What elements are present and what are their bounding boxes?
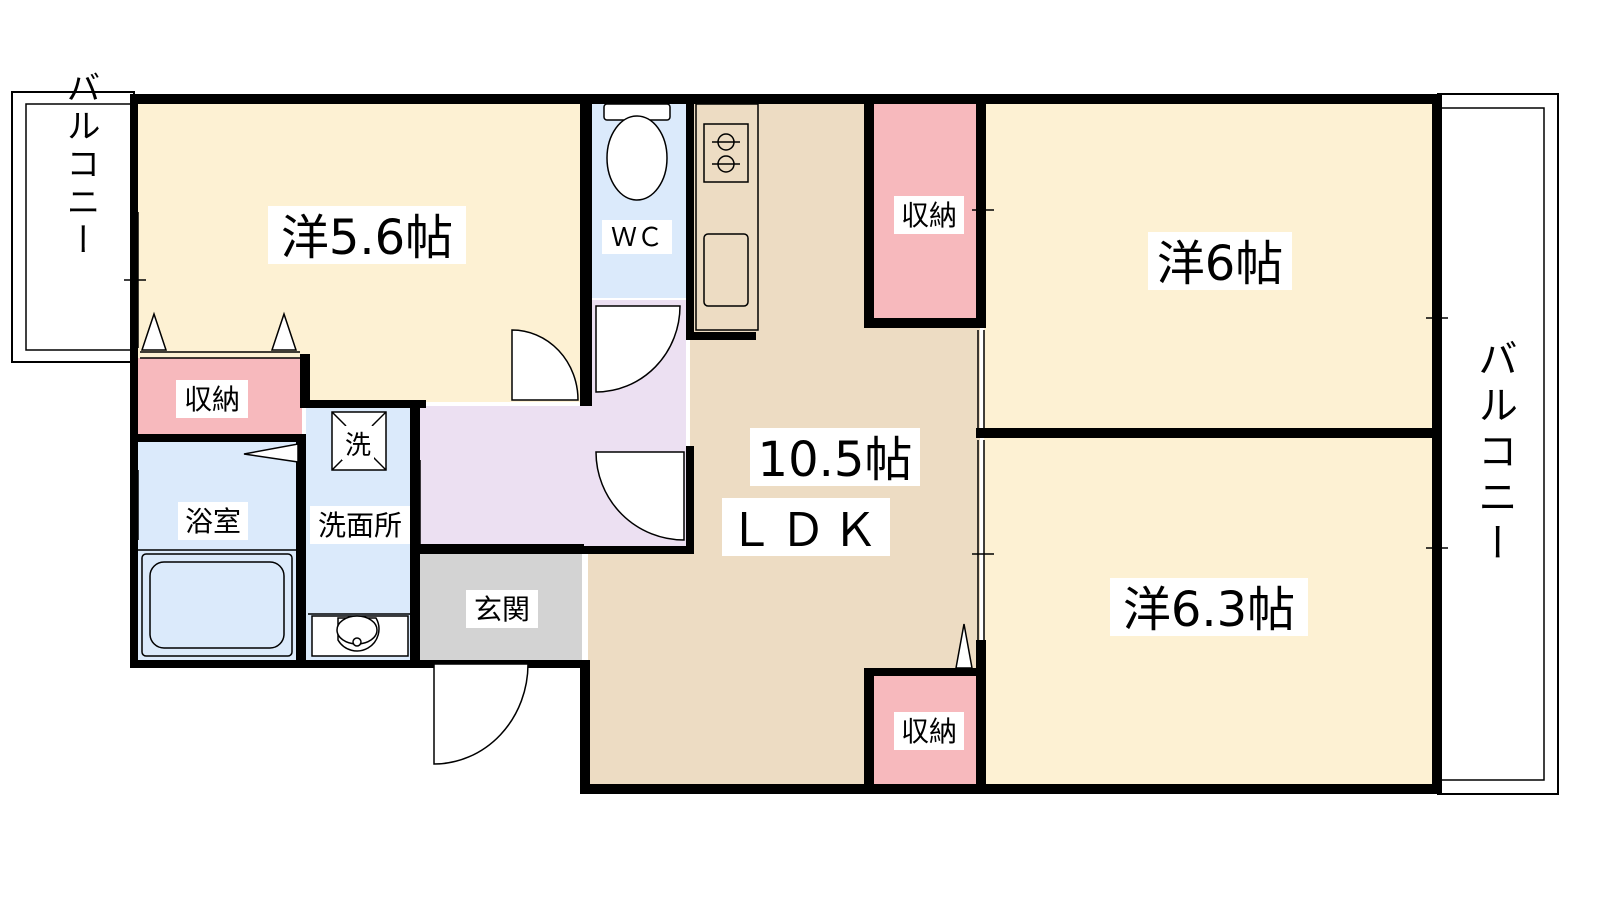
label-washer: 洗 <box>345 431 371 461</box>
balcony-right <box>1437 93 1559 795</box>
label-western-6: 洋6帖 <box>1157 236 1284 292</box>
walls <box>130 94 1442 794</box>
window-lines <box>131 210 1441 673</box>
toilet-icon <box>603 103 671 201</box>
sink-icon <box>703 233 749 307</box>
closet-door-marks <box>140 311 973 669</box>
label-ldk-size: 10.5帖 <box>758 432 913 488</box>
label-bathroom: 浴室 <box>185 505 241 538</box>
bathtub-icon <box>141 553 293 657</box>
label-storage-left: 収納 <box>184 383 240 416</box>
window-ticks <box>124 209 1448 555</box>
label-western-63: 洋6.3帖 <box>1123 582 1295 638</box>
washbasin-icon <box>311 615 409 657</box>
balcony-left <box>11 91 135 363</box>
label-entrance: 玄関 <box>474 593 530 626</box>
label-washroom: 洗面所 <box>318 509 402 542</box>
label-storage-ldk-bottom: 収納 <box>901 715 957 748</box>
stove-icon <box>703 123 749 183</box>
label-balcony-right: バルコニー <box>1471 338 1517 568</box>
label-western-56: 洋5.6帖 <box>281 210 453 266</box>
label-storage-ldk-top: 収納 <box>901 199 957 232</box>
label-ldk-type: ＬＤＫ <box>728 503 884 557</box>
door-swings <box>433 305 685 765</box>
label-wc: ＷＣ <box>611 223 663 253</box>
label-balcony-left: バルコニー <box>60 70 100 260</box>
